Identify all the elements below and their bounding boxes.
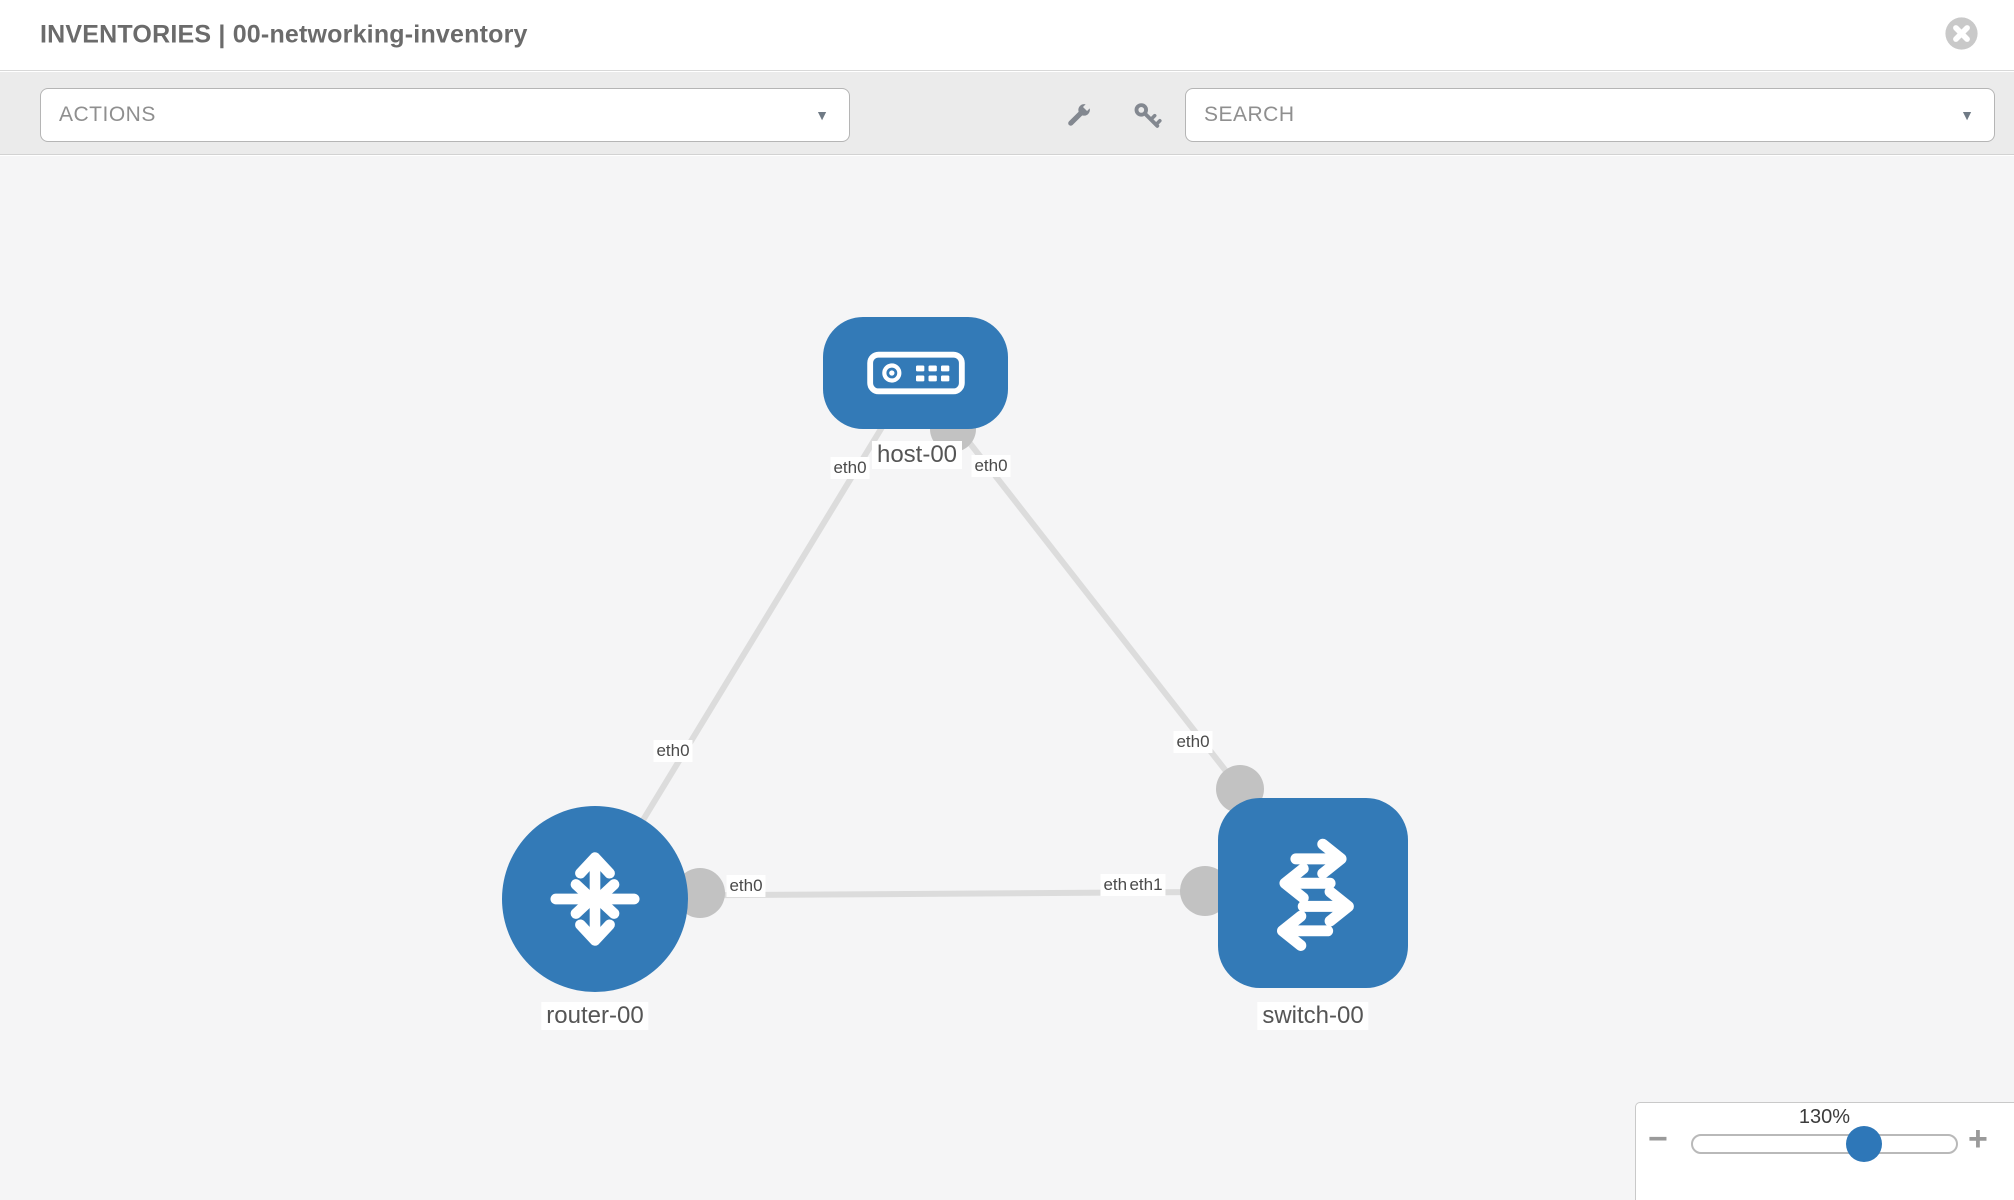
node-host-00[interactable] bbox=[823, 317, 1008, 429]
host-icon bbox=[866, 351, 965, 395]
interface-label-host-eth0-right: eth0 bbox=[971, 455, 1011, 477]
interface-endpoint-switch-left bbox=[1180, 866, 1230, 916]
panel-header: INVENTORIES | 00-networking-inventory bbox=[0, 0, 2014, 71]
interface-label-router-eth0-uplink: eth0 bbox=[653, 740, 693, 762]
zoom-out-button[interactable]: − bbox=[1648, 1120, 1668, 1158]
search-dropdown[interactable]: SEARCH ▼ bbox=[1185, 88, 1995, 142]
interface-label-switch-eth0: eth0 bbox=[1173, 731, 1213, 753]
chevron-down-icon: ▼ bbox=[815, 107, 829, 123]
search-dropdown-label: SEARCH bbox=[1204, 103, 1295, 126]
node-switch-00[interactable] bbox=[1218, 798, 1408, 988]
node-label-switch: switch-00 bbox=[1257, 1002, 1369, 1030]
credentials-button[interactable] bbox=[1132, 100, 1164, 132]
chevron-down-icon: ▼ bbox=[1960, 107, 1974, 123]
interface-label-switch-eth1: eth1 bbox=[1126, 874, 1166, 896]
node-label-host: host-00 bbox=[871, 441, 963, 469]
zoom-slider-track[interactable] bbox=[1691, 1126, 1958, 1162]
interface-label-host-eth0-left: eth0 bbox=[830, 457, 870, 479]
node-router-00[interactable] bbox=[502, 806, 688, 992]
topology-links-layer bbox=[592, 371, 1264, 918]
node-label-router: router-00 bbox=[541, 1002, 649, 1030]
zoom-control-panel: 130% − + bbox=[1635, 1102, 2014, 1200]
actions-dropdown-label: ACTIONS bbox=[59, 103, 156, 126]
actions-dropdown[interactable]: ACTIONS ▼ bbox=[40, 88, 850, 142]
close-icon bbox=[1945, 17, 1978, 50]
switch-icon bbox=[1277, 838, 1354, 951]
configure-button[interactable] bbox=[1062, 100, 1094, 132]
close-button[interactable] bbox=[1944, 16, 1979, 51]
zoom-slider-thumb[interactable] bbox=[1846, 1126, 1882, 1162]
router-icon bbox=[550, 852, 640, 946]
interface-label-router-eth0: eth0 bbox=[726, 875, 766, 897]
page-title: INVENTORIES | 00-networking-inventory bbox=[40, 20, 528, 49]
topology-canvas[interactable]: host-00 router-00 switch-00 eth0 eth0 et… bbox=[0, 156, 2014, 1200]
key-icon bbox=[1134, 103, 1162, 128]
wrench-icon bbox=[1068, 102, 1092, 126]
toolbar: ACTIONS ▼ SEARCH ▼ bbox=[0, 72, 2014, 155]
zoom-in-button[interactable]: + bbox=[1968, 1120, 1988, 1158]
zoom-percentage: 130% bbox=[1798, 1106, 1851, 1128]
